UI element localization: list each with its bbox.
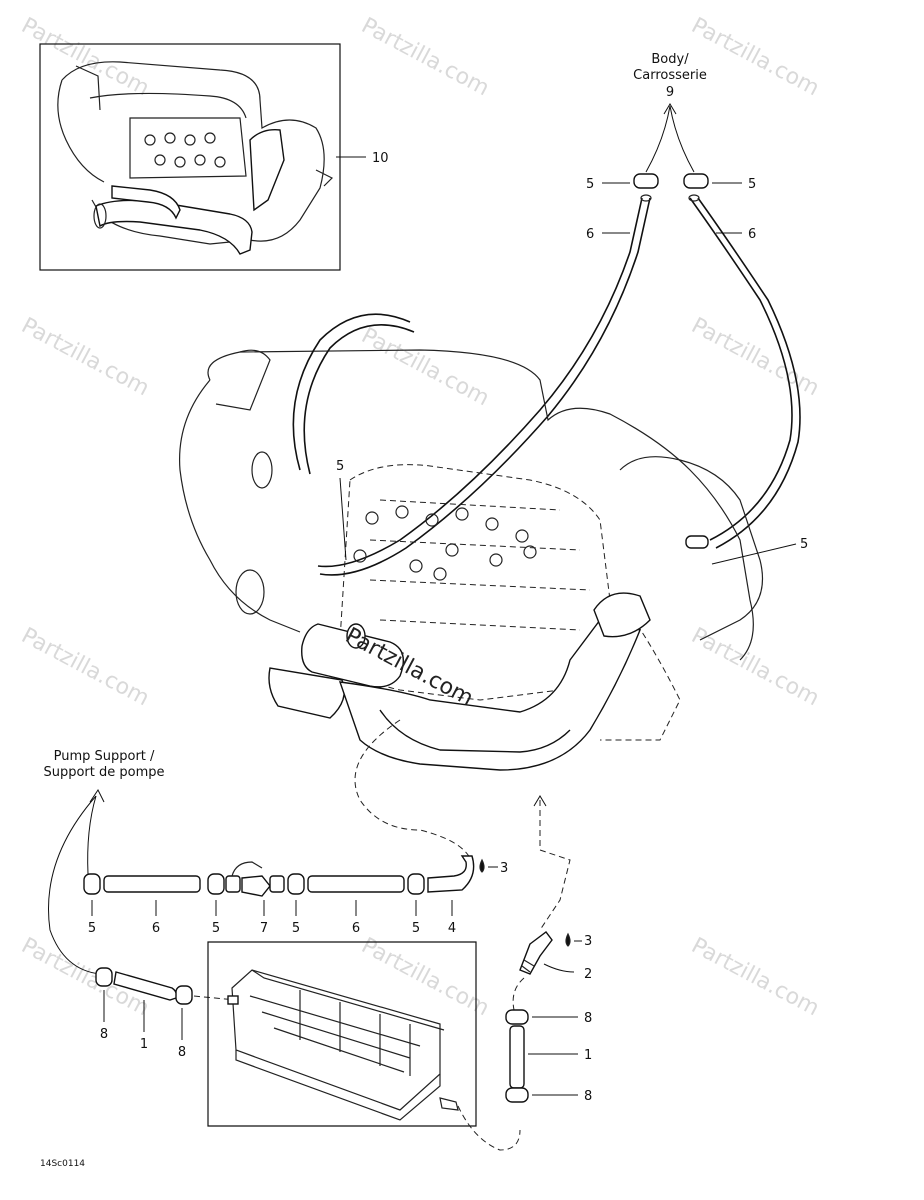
callout-6: 6: [586, 227, 594, 242]
clamp: [683, 173, 709, 189]
arrow-line: [645, 105, 671, 173]
label-pump-support: Pump Support /: [54, 749, 155, 764]
arrow-head: [663, 103, 677, 115]
callout-8: 8: [178, 1045, 186, 1060]
callout-5: 5: [586, 177, 594, 192]
pump-support-inset: [207, 941, 521, 1151]
callout-5: 5: [88, 921, 96, 936]
engine-assembly: 5 5 Partzilla.com: [178, 313, 808, 931]
clamp: [505, 1009, 529, 1025]
inset-frame: [39, 43, 341, 271]
inset-frame: [207, 941, 477, 1127]
watermark-text: Partzilla.com: [357, 323, 493, 411]
drain-hose-row: 5 6 5 7 5 6 5 4 3: [83, 855, 508, 936]
callout-6: 6: [748, 227, 756, 242]
callout-8: 8: [100, 1027, 108, 1042]
callout-1: 1: [140, 1037, 148, 1052]
callout-10: 10: [372, 151, 389, 166]
callout-2: 2: [584, 967, 592, 982]
arrow-head: [89, 789, 105, 803]
drawing-code: 14Sc0114: [40, 1159, 85, 1169]
label-body: Body/: [651, 52, 689, 67]
arrow-line: [47, 795, 101, 975]
elbow: [427, 855, 475, 893]
watermark-layer: Partzilla.com Partzilla.com Partzilla.co…: [17, 13, 823, 1021]
t-fitting: [241, 875, 271, 897]
hose: [509, 1025, 525, 1089]
arrow-line: [87, 795, 97, 875]
clamp: [95, 967, 113, 987]
lower-right-hoses: 3 2 8 1 8: [505, 931, 592, 1104]
watermark-text: Partzilla.com: [17, 313, 153, 401]
watermark-text: Partzilla.com: [357, 933, 493, 1021]
clamp: [83, 873, 101, 895]
watermark-text: Partzilla.com: [17, 623, 153, 711]
hose: [103, 875, 201, 893]
clamp: [633, 173, 659, 189]
callout-9: 9: [666, 85, 674, 100]
body-reference: Body/ Carrosserie 9: [633, 52, 707, 173]
callout-6: 6: [152, 921, 160, 936]
callout-5: 5: [748, 177, 756, 192]
arrow-line: [669, 105, 695, 173]
callout-8: 8: [584, 1089, 592, 1104]
watermark-text: Partzilla.com: [357, 13, 493, 101]
clamp: [685, 535, 709, 549]
clamp: [407, 873, 425, 895]
clamp: [287, 873, 305, 895]
label-carrosserie: Carrosserie: [633, 68, 707, 83]
callout-5: 5: [212, 921, 220, 936]
watermark-text: Partzilla.com: [17, 13, 153, 101]
clamp: [175, 985, 193, 1005]
hose: [307, 875, 405, 893]
callout-5: 5: [336, 459, 344, 474]
callout-3: 3: [500, 861, 508, 876]
callout-5: 5: [292, 921, 300, 936]
inset-engine-view: 10: [39, 43, 389, 271]
lower-left-hose: 8 1 8: [95, 967, 237, 1060]
pump-support-reference: Pump Support / Support de pompe: [43, 749, 165, 975]
clamp: [505, 1087, 529, 1103]
watermark-text: Partzilla.com: [687, 313, 823, 401]
fitting: [519, 931, 553, 975]
callout-4: 4: [448, 921, 456, 936]
callout-1: 1: [584, 1048, 592, 1063]
callout-6: 6: [352, 921, 360, 936]
callout-8: 8: [584, 1011, 592, 1026]
watermark-text: Partzilla.com: [687, 933, 823, 1021]
label-support-de-pompe: Support de pompe: [43, 765, 164, 780]
fitting: [225, 875, 241, 893]
clamp: [207, 873, 225, 895]
callout-5: 5: [800, 537, 808, 552]
callout-3: 3: [584, 934, 592, 949]
watermark-text: Partzilla.com: [687, 13, 823, 101]
callout-5: 5: [412, 921, 420, 936]
upper-vent-hoses: 5 5 6 6: [317, 173, 801, 576]
callout-7: 7: [260, 921, 268, 936]
